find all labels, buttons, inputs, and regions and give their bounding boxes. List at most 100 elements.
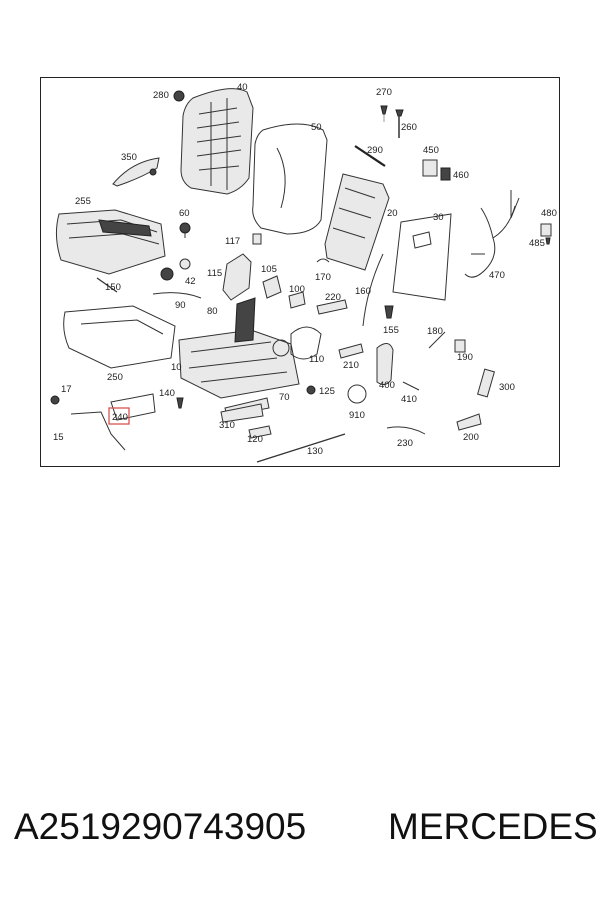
- part-140-screw: [176, 397, 184, 409]
- callout-460: 460: [453, 170, 469, 181]
- callout-250: 250: [107, 372, 123, 383]
- callout-125: 125: [319, 386, 335, 397]
- part-270-bolt: [380, 105, 388, 122]
- callout-20: 20: [387, 208, 398, 219]
- part-115-bracket: [222, 253, 252, 301]
- part-230-wire: [386, 426, 426, 435]
- part-210-bracket: [338, 343, 364, 359]
- callout-170: 170: [315, 272, 331, 283]
- parts-diagram-frame: 280 40 270 50 260 290 450 460 350 255 60…: [40, 77, 560, 467]
- part-100-bracket: [288, 291, 306, 309]
- part-200-handle: [456, 413, 482, 431]
- part-910-wrench: [347, 384, 367, 404]
- callout-260: 260: [401, 122, 417, 133]
- callout-470: 470: [489, 270, 505, 281]
- callout-480: 480: [541, 208, 557, 219]
- callout-140: 140: [159, 388, 175, 399]
- callout-160: 160: [355, 286, 371, 297]
- part-50-backrest-cover: [252, 123, 328, 235]
- callout-17: 17: [61, 384, 72, 395]
- callout-150: 150: [105, 282, 121, 293]
- callout-80: 80: [207, 306, 218, 317]
- part-300-pin: [476, 368, 496, 398]
- callout-30: 30: [433, 212, 444, 223]
- part-190-knob: [454, 339, 466, 353]
- callout-110: 110: [309, 354, 324, 365]
- callout-100: 100: [289, 284, 305, 295]
- part-470-wiring-harness: [464, 190, 520, 278]
- callout-910: 910: [349, 410, 365, 421]
- part-155-clip: [384, 305, 394, 319]
- part-10-seat-frame: [178, 297, 300, 399]
- part-40-backrest-frame: [180, 88, 254, 195]
- part-485-pin: [545, 237, 551, 245]
- part-20-back-panel: [324, 173, 390, 271]
- callout-70: 70: [279, 392, 290, 403]
- callout-40: 40: [237, 82, 248, 93]
- callout-270: 270: [376, 87, 392, 98]
- part-110-cover: [290, 326, 322, 360]
- part-310-trim: [220, 403, 264, 423]
- part-60-screw: [179, 222, 191, 238]
- seat-exploded-diagram: 280 40 270 50 260 290 450 460 350 255 60…: [50, 82, 557, 463]
- callout-200: 200: [463, 432, 479, 443]
- part-350-headrest-pad: [112, 157, 160, 187]
- part-150-rod: [96, 277, 118, 293]
- part-130-rod: [256, 433, 346, 463]
- callout-230: 230: [397, 438, 413, 449]
- callout-155: 155: [383, 325, 399, 336]
- callout-15: 15: [53, 432, 64, 443]
- part-170-clip: [316, 258, 330, 263]
- callout-350: 350: [121, 152, 137, 163]
- part-280-nut: [173, 90, 185, 102]
- callout-130: 130: [307, 446, 323, 457]
- part-460-clip: [440, 167, 451, 181]
- part-480-connector: [540, 223, 552, 237]
- callout-450: 450: [423, 145, 439, 156]
- part-90-wire: [152, 292, 202, 299]
- part-15-cable: [70, 411, 126, 451]
- callout-300: 300: [499, 382, 515, 393]
- part-number-label: A2519290743905: [14, 806, 307, 847]
- callout-10: 10: [171, 362, 182, 373]
- callout-290: 290: [367, 145, 383, 156]
- brand-label: MERCEDES: [388, 806, 598, 847]
- part-450-clip: [422, 159, 438, 177]
- callout-210: 210: [343, 360, 359, 371]
- part-30-rear-cover: [392, 213, 452, 301]
- part-260-screw: [395, 109, 404, 138]
- part-220-trim: [316, 299, 348, 315]
- part-240-highlight: [108, 407, 130, 425]
- callout-90: 90: [175, 300, 186, 311]
- callout-180: 180: [427, 326, 443, 337]
- part-42-washer: [160, 258, 191, 281]
- callout-410: 410: [401, 394, 417, 405]
- callout-400: 400: [379, 380, 395, 391]
- part-160-cable: [362, 253, 384, 327]
- product-footer: A2519290743905 MERCEDES: [0, 806, 600, 866]
- callout-42: 42: [185, 276, 196, 287]
- part-180-lever: [428, 331, 446, 349]
- part-117-clip: [252, 233, 262, 245]
- callout-60: 60: [179, 208, 190, 219]
- part-400-side-airbag: [376, 343, 394, 386]
- callout-220: 220: [325, 292, 341, 303]
- callout-105: 105: [261, 264, 277, 275]
- part-250-seat-foam: [63, 305, 176, 369]
- callout-117: 117: [225, 236, 240, 247]
- part-105-cover: [262, 275, 282, 299]
- part-240-panel: [108, 393, 156, 425]
- callout-115: 115: [207, 268, 222, 279]
- part-410-pin: [402, 381, 420, 391]
- part-125-bolt: [306, 385, 316, 395]
- callout-50: 50: [311, 122, 322, 133]
- part-290-rod: [354, 145, 386, 167]
- callout-120: 120: [247, 434, 263, 445]
- callout-310: 310: [219, 420, 235, 431]
- callout-255: 255: [75, 196, 91, 207]
- callout-190: 190: [457, 352, 473, 363]
- part-255-seat-cushion: [55, 209, 166, 275]
- callout-280: 280: [153, 90, 169, 101]
- callout-240: 240: [112, 412, 128, 423]
- part-120-cover: [248, 425, 272, 439]
